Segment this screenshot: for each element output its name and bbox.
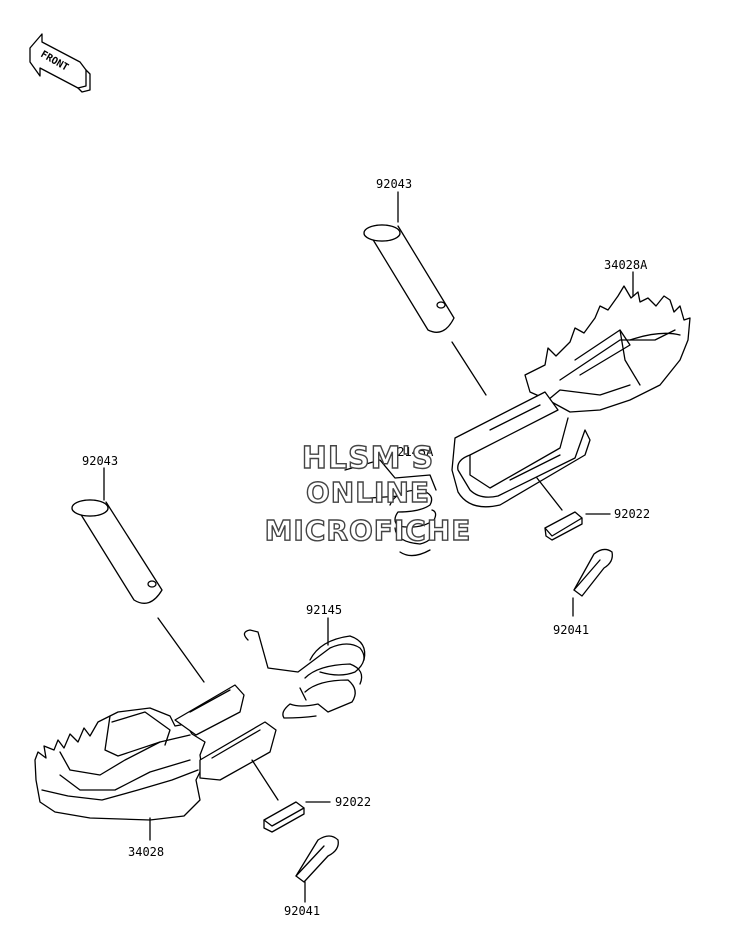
callout-spring-left: 92145 bbox=[306, 603, 342, 617]
footpeg-right bbox=[451, 285, 691, 508]
pivot-pin-left bbox=[71, 499, 205, 683]
watermark-line-3: MICROFICHE bbox=[265, 514, 472, 547]
cotter-pin-right bbox=[573, 548, 613, 597]
torsion-spring-right bbox=[344, 459, 437, 557]
torsion-spring-left bbox=[243, 629, 366, 719]
callout-cotter-left: 92041 bbox=[284, 904, 320, 918]
footpeg-left bbox=[34, 684, 279, 821]
callout-washer-left: 92022 bbox=[335, 795, 371, 809]
washer-right bbox=[536, 477, 583, 541]
callout-pin-right: 92043 bbox=[376, 177, 412, 191]
callout-spring-right: 92145A bbox=[390, 445, 434, 459]
callout-cotter-right: 92041 bbox=[553, 623, 589, 637]
front-arrow-icon bbox=[29, 33, 91, 93]
pivot-pin-right bbox=[363, 224, 487, 396]
watermark-line-1: HLSM'S bbox=[302, 441, 434, 476]
washer-left bbox=[263, 801, 305, 833]
callout-washer-right: 92022 bbox=[614, 507, 650, 521]
cotter-pin-left bbox=[295, 835, 339, 883]
callout-peg-left: 34028 bbox=[128, 845, 164, 859]
callout-peg-right: 34028A bbox=[604, 258, 648, 272]
callout-pin-left: 92043 bbox=[82, 454, 118, 468]
leader-lines bbox=[103, 191, 634, 903]
watermark-line-2: ONLINE bbox=[306, 476, 430, 509]
